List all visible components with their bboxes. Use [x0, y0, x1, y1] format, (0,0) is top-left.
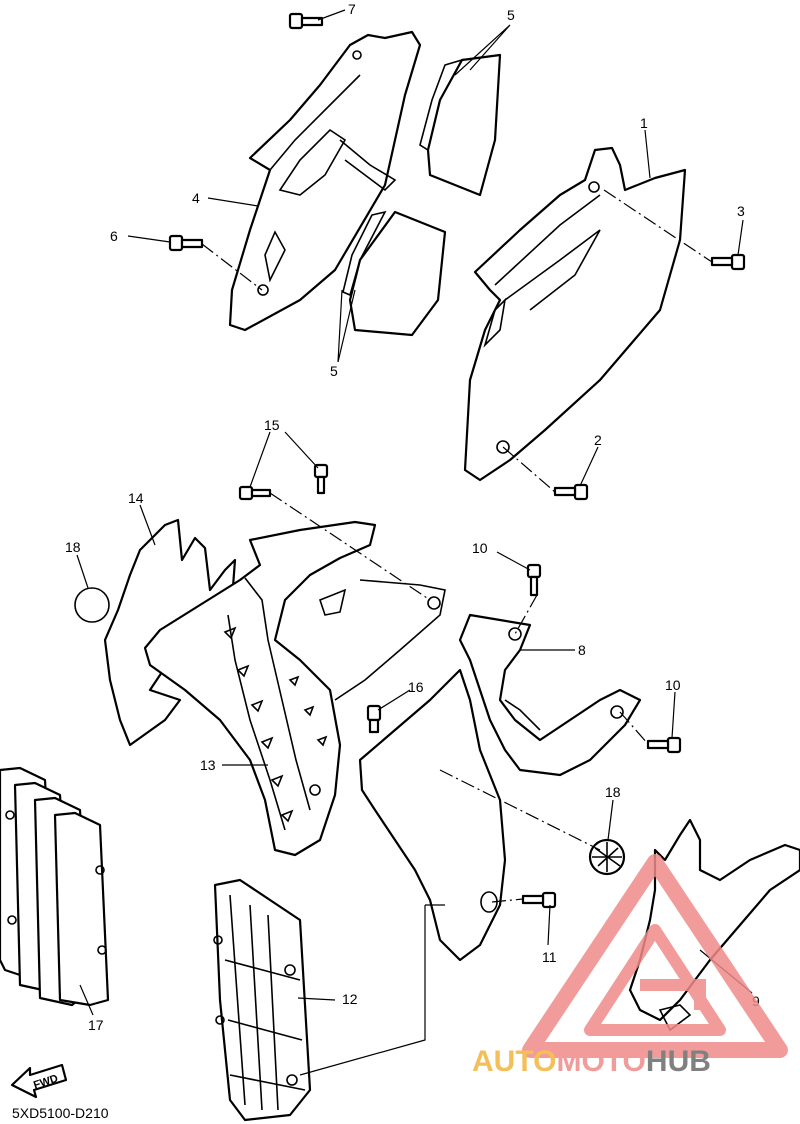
callout-1: 1 [640, 115, 648, 131]
part-9-decal [628, 818, 800, 1032]
callout-18a: 18 [65, 539, 81, 555]
bolt-15b [313, 463, 329, 495]
callout-14: 14 [128, 490, 144, 506]
part-4-side-cover [228, 30, 422, 332]
bolt-2 [553, 483, 589, 501]
part-18-emblem-right [588, 838, 626, 876]
callout-17: 17 [88, 1017, 104, 1033]
watermark-auto: AUTOMOTOHUB [472, 1045, 711, 1078]
part-5-decal-lower [342, 210, 447, 337]
bolt-7 [288, 12, 324, 30]
callout-10b: 10 [665, 677, 681, 693]
callout-4: 4 [192, 190, 200, 206]
fwd-arrow: FWD [10, 1063, 68, 1099]
callout-5-upper: 5 [507, 7, 515, 23]
part-1-side-cover [463, 146, 687, 482]
watermark-triangle-logo [522, 854, 788, 1058]
bolt-10b [646, 736, 682, 754]
leader-lines [76, 9, 753, 1016]
bolt-11 [521, 891, 557, 909]
callout-16: 16 [408, 679, 424, 695]
part-13-radiator-cover [143, 520, 446, 857]
part-18-emblem-left [74, 587, 110, 623]
bolt-16 [366, 704, 382, 734]
callout-8: 8 [578, 642, 586, 658]
part-5-decal-upper [419, 53, 502, 197]
part-code: 5XD5100-D210 [12, 1105, 109, 1121]
callout-10a: 10 [472, 540, 488, 556]
callout-12: 12 [342, 991, 358, 1007]
bolt-15a [238, 485, 272, 501]
callout-13: 13 [200, 757, 216, 773]
callout-7: 7 [348, 1, 356, 17]
callout-15: 15 [264, 417, 280, 433]
callout-2: 2 [594, 432, 602, 448]
part-8-radiator-cover [358, 613, 642, 962]
callout-5-lower: 5 [330, 363, 338, 379]
assembly-lines [201, 189, 713, 1076]
bolt-10a [526, 563, 542, 597]
callout-18b: 18 [605, 784, 621, 800]
callout-6: 6 [110, 228, 118, 244]
callout-11: 11 [542, 949, 557, 965]
callout-3: 3 [737, 203, 745, 219]
watermark: AUTOMOTOHUB [472, 854, 788, 1078]
part-17-radiator-guard [0, 766, 110, 1007]
bolt-3 [710, 253, 746, 271]
part-12-radiator-guard [213, 878, 312, 1122]
bolt-6 [168, 234, 204, 252]
